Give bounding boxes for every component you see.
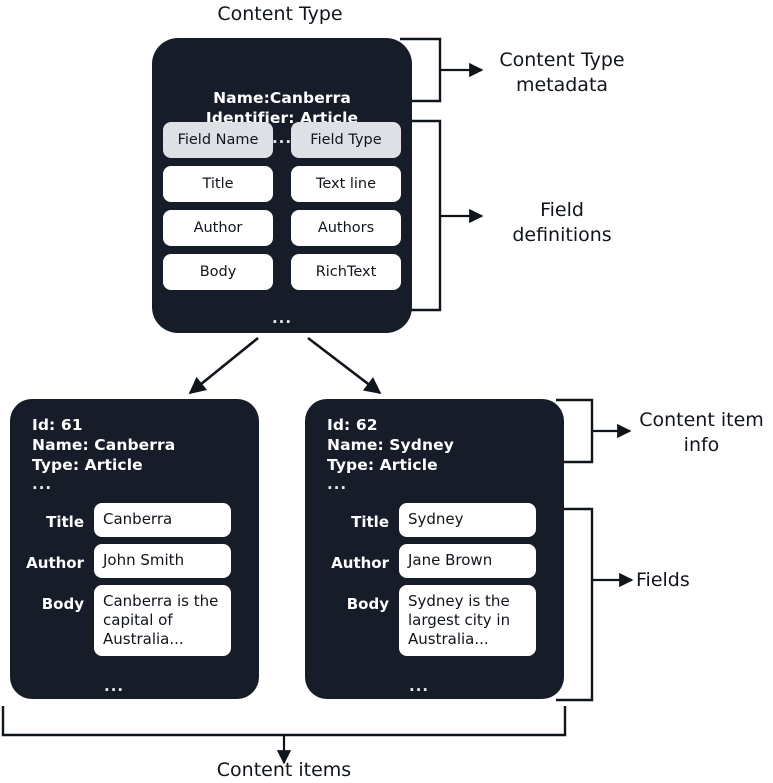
field-label-body: Body	[41, 595, 84, 613]
content-item-field-row: Title Sydney	[305, 503, 564, 537]
content-item-fields-ellipsis: ...	[104, 677, 125, 695]
content-item-field-row: Body Canberra is the capital of Australi…	[10, 585, 259, 656]
annotation-content-type-metadata-line2: metadata	[515, 74, 609, 96]
field-label-author: Author	[26, 554, 84, 572]
field-definitions-table: Field Name Field Type Title Text line Au…	[163, 122, 401, 298]
diagram-title-content-type: Content Type	[217, 3, 343, 25]
content-item-field-row: Title Canberra	[10, 503, 259, 537]
field-name-cell: Author	[163, 210, 273, 246]
content-item-id: Id: 62	[327, 416, 378, 434]
content-item-name: Name: Sydney	[327, 436, 454, 454]
content-item-fields-ellipsis: ...	[409, 677, 430, 695]
annotation-content-item-info-line2: info	[683, 434, 720, 456]
bracket-content-type-metadata	[400, 37, 484, 103]
content-item-name: Name: Canberra	[32, 436, 176, 454]
annotation-content-type-metadata-line1: Content Type	[499, 49, 625, 71]
annotation-content-type-metadata: Content Type metadata	[482, 48, 642, 98]
field-type-header: Field Type	[291, 122, 401, 158]
bracket-fields	[556, 507, 634, 702]
field-value-author[interactable]: John Smith	[94, 544, 231, 578]
arrow-contenttype-to-item-right	[307, 336, 382, 395]
content-type-name: Name:Canberra	[213, 89, 351, 107]
bracket-content-items	[1, 706, 567, 765]
annotation-content-item-info: Content item info	[630, 408, 773, 458]
field-value-title[interactable]: Canberra	[94, 503, 231, 537]
content-item-info-block: Id: 61 Name: Canberra Type: Article	[32, 415, 175, 475]
field-name-cell: Title	[163, 166, 273, 202]
field-definition-row: Title Text line	[163, 166, 401, 202]
field-type-cell: Authors	[291, 210, 401, 246]
field-value-author[interactable]: Jane Brown	[399, 544, 536, 578]
annotation-content-item-info-line1: Content item	[639, 409, 764, 431]
field-value-title[interactable]: Sydney	[399, 503, 536, 537]
content-item-card-canberra: Id: 61 Name: Canberra Type: Article ... …	[10, 399, 259, 699]
bracket-field-definitions	[400, 119, 484, 312]
field-name-cell: Body	[163, 254, 273, 290]
content-item-type: Type: Article	[327, 456, 438, 474]
diagram-title-content-items: Content items	[216, 759, 352, 781]
content-item-fields: Title Canberra Author John Smith Body Ca…	[10, 503, 259, 663]
arrow-contenttype-to-item-left	[188, 336, 259, 395]
field-type-cell: Text line	[291, 166, 401, 202]
content-item-field-row: Body Sydney is the largest city in Austr…	[305, 585, 564, 656]
content-item-id: Id: 61	[32, 416, 83, 434]
field-value-body[interactable]: Sydney is the largest city in Australia.…	[399, 585, 536, 656]
content-type-card: Name:Canberra Identifier: Article ... Fi…	[152, 38, 412, 333]
field-type-cell: RichText	[291, 254, 401, 290]
annotation-field-definitions-line2: definitions	[512, 224, 612, 246]
annotation-fields: Fields	[636, 569, 690, 591]
content-item-fields: Title Sydney Author Jane Brown Body Sydn…	[305, 503, 564, 663]
content-item-type: Type: Article	[32, 456, 143, 474]
field-name-header: Field Name	[163, 122, 273, 158]
content-item-info-ellipsis: ...	[32, 475, 53, 493]
content-item-card-sydney: Id: 62 Name: Sydney Type: Article ... Ti…	[305, 399, 564, 699]
bracket-content-item-info	[556, 398, 632, 464]
content-item-info-ellipsis: ...	[327, 475, 348, 493]
field-label-body: Body	[346, 595, 389, 613]
field-value-body[interactable]: Canberra is the capital of Australia...	[94, 585, 231, 656]
content-type-metadata-ellipsis: ...	[271, 129, 293, 147]
annotation-field-definitions: Field definitions	[482, 198, 642, 248]
field-definitions-ellipsis: ...	[271, 309, 293, 327]
field-definition-row: Body RichText	[163, 254, 401, 290]
content-item-field-row: Author Jane Brown	[305, 544, 564, 578]
field-label-title: Title	[46, 513, 84, 531]
annotation-field-definitions-line1: Field	[540, 199, 584, 221]
field-label-author: Author	[331, 554, 389, 572]
content-item-field-row: Author John Smith	[10, 544, 259, 578]
field-definitions-header-row: Field Name Field Type	[163, 122, 401, 158]
field-label-title: Title	[351, 513, 389, 531]
content-item-info-block: Id: 62 Name: Sydney Type: Article	[327, 415, 454, 475]
field-definition-row: Author Authors	[163, 210, 401, 246]
